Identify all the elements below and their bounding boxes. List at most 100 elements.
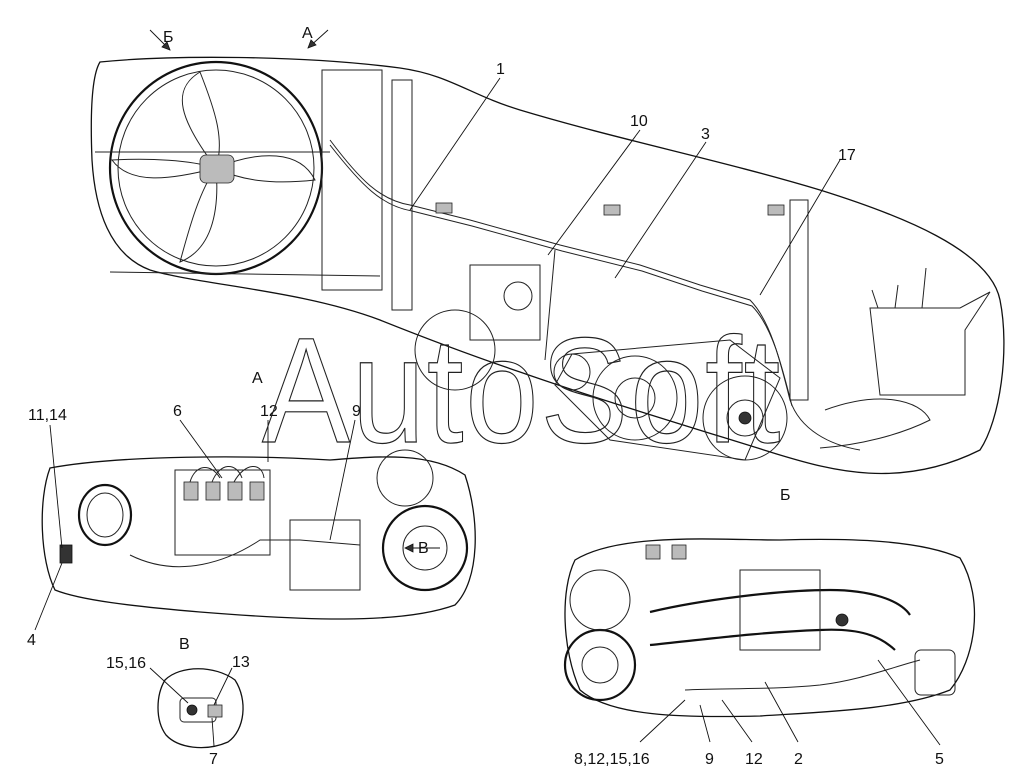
callout-9-a: 9 — [352, 403, 361, 420]
leader-6 — [179, 419, 223, 479]
view-a-arrow-label: А — [302, 25, 313, 42]
leader-11-14 — [49, 424, 63, 549]
view-v-arrowhead — [404, 543, 414, 553]
b-fuel-line — [684, 659, 921, 691]
leader-8-12-15-16 — [639, 699, 686, 743]
b-injector-block — [739, 569, 821, 651]
fuel-line-secondary — [329, 144, 793, 407]
view-v-outline — [157, 668, 244, 749]
leader-9-a — [329, 419, 356, 541]
plate-2 — [603, 204, 621, 216]
view-v-marker: В — [418, 540, 429, 557]
v-connector-bolt — [186, 704, 198, 716]
drive-belt — [554, 339, 781, 461]
b-clamp-1 — [645, 544, 661, 560]
main-assembly-view: Б А 1 10 3 17 — [90, 25, 1005, 475]
main-view-outline — [90, 56, 1005, 475]
tank-pipe-curve — [819, 398, 931, 449]
callout-5-b: 5 — [935, 751, 944, 768]
pump-bracket — [469, 264, 541, 341]
pump-flange — [503, 281, 533, 311]
view-b-detail: Б 8,12,15,16 9 12 2 5 — [563, 487, 976, 768]
view-b-outline — [564, 538, 976, 718]
engine-housing — [391, 79, 413, 311]
callout-10: 10 — [630, 113, 648, 130]
view-v-detail: В 15,16 13 7 — [106, 636, 250, 768]
fan-blade-1 — [181, 71, 220, 170]
pulley-right-hub — [738, 411, 752, 425]
air-filter-inner — [86, 492, 124, 538]
fan-blade-3 — [179, 166, 218, 263]
frame-base — [109, 271, 381, 277]
injector-2 — [205, 481, 221, 501]
plate-3 — [767, 204, 785, 216]
callout-12-a: 12 — [260, 403, 278, 420]
radiator-fan-inner-ring — [117, 69, 315, 267]
view-b-arrowhead — [161, 41, 171, 51]
callout-2-b: 2 — [794, 751, 803, 768]
b-intake-hose-lower — [649, 628, 896, 651]
watermark-text: AutoSoft — [262, 306, 782, 474]
leader-4 — [34, 562, 63, 631]
callout-7-v: 7 — [209, 751, 218, 768]
view-b-arrow-label: Б — [163, 29, 174, 46]
pedal-stem-2 — [894, 284, 899, 309]
b-fitting — [835, 613, 849, 627]
injector-1 — [183, 481, 199, 501]
callout-9-b: 9 — [705, 751, 714, 768]
plate-1 — [435, 202, 453, 214]
b-clamp-2 — [671, 544, 687, 560]
leader-9-b — [699, 704, 711, 743]
leader-17 — [759, 159, 841, 296]
callout-15-16-v: 15,16 — [106, 655, 146, 672]
leader-12-b — [721, 699, 753, 743]
fan-blade-2 — [214, 155, 316, 183]
fan-hub — [199, 154, 235, 184]
pedal-stem-1 — [871, 289, 879, 309]
callout-13-v: 13 — [232, 654, 250, 671]
injector-block — [174, 469, 271, 556]
right-pillar — [789, 199, 809, 401]
callout-8-12-15-16: 8,12,15,16 — [574, 751, 650, 768]
callout-4: 4 — [27, 632, 36, 649]
leader-10 — [547, 129, 641, 256]
view-a-title: А — [252, 370, 263, 387]
bracket-line — [544, 249, 556, 361]
view-b-title: Б — [780, 487, 791, 504]
view-v-title: В — [179, 636, 190, 653]
callout-12-b: 12 — [745, 751, 763, 768]
leader-1 — [409, 77, 501, 211]
return-line — [129, 539, 361, 568]
pulley-left — [414, 309, 496, 391]
turbo-inner — [402, 525, 448, 571]
callout-1: 1 — [496, 61, 505, 78]
pulley-center — [592, 355, 678, 441]
turbo-housing — [381, 504, 469, 592]
turbo-top — [376, 449, 434, 507]
leader-15-16-v — [149, 667, 189, 704]
pedal-stem-3 — [921, 267, 927, 309]
fuel-pump — [289, 519, 361, 591]
fan-blade-4 — [111, 158, 218, 179]
leader-3 — [614, 141, 707, 279]
view-a-arrowhead — [307, 39, 317, 49]
air-filter-cylinder — [77, 483, 133, 547]
leader-13-v — [213, 667, 233, 706]
fuel-line-main — [329, 139, 861, 451]
injector-pipes — [189, 466, 265, 483]
callout-6: 6 — [173, 403, 182, 420]
injector-3 — [227, 481, 243, 501]
leader-5-b — [877, 659, 941, 746]
callout-17: 17 — [838, 147, 856, 164]
view-a-detail: А В 11,14 6 12 9 4 — [27, 370, 476, 649]
pulley-center-inner — [614, 377, 656, 419]
v-connector-nut — [207, 704, 223, 718]
callout-3: 3 — [701, 126, 710, 143]
injector-4 — [249, 481, 265, 501]
hydraulic-tank — [869, 291, 991, 396]
callout-11-14: 11,14 — [28, 407, 67, 424]
b-pulley-top — [569, 569, 631, 631]
radiator-frame — [321, 69, 383, 291]
leader-7-v — [211, 717, 215, 747]
